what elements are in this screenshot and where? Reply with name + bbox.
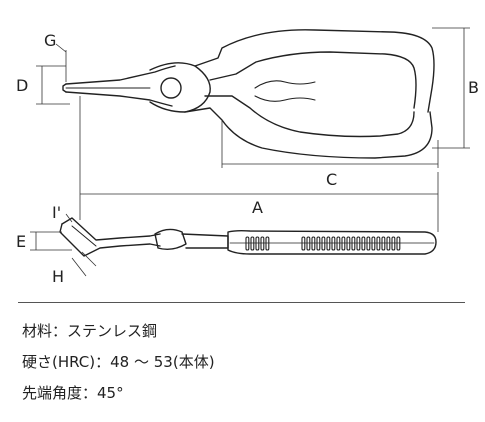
label-d: D [16, 76, 28, 95]
handle-lower-outer [184, 107, 433, 159]
side-joint [154, 228, 187, 251]
label-b: B [468, 78, 479, 97]
grip-ribs-long [301, 236, 401, 251]
grip-rib [245, 236, 250, 251]
spec-hardness: 硬さ(HRC)：48 ～ 53(本体) [22, 353, 215, 371]
side-grip [227, 229, 437, 255]
grip-rib [376, 236, 381, 251]
side-tip-ridge [71, 225, 97, 247]
grip-rib [301, 236, 306, 251]
grip-rib [331, 236, 336, 251]
pivot-outline [149, 62, 211, 113]
side-tip-outline [61, 217, 161, 241]
grip-rib [381, 236, 386, 251]
grip-rib [351, 236, 356, 251]
grip-rib [336, 236, 341, 251]
grip-rib [396, 236, 401, 251]
label-g: G [44, 31, 56, 50]
grip-rib [250, 236, 255, 251]
grip-rib [361, 236, 366, 251]
label-i-prime: I' [52, 203, 61, 222]
section-divider [18, 302, 465, 303]
grip-ribs-short [245, 236, 270, 251]
handle-lower-inner [204, 95, 415, 138]
handle-upper-inner [209, 51, 417, 109]
grip-rib [260, 236, 265, 251]
dim-h-line-1 [71, 257, 87, 277]
grip-rib [371, 236, 376, 251]
pliers-dimension-diagram: G D B C A I' E H [16, 27, 479, 286]
spec-material: 材料：ステンレス鋼 [22, 322, 158, 340]
dim-i-leader [65, 213, 73, 223]
jaw-lower [65, 91, 173, 107]
jaw-tip [62, 83, 67, 93]
pliers-top-view [62, 29, 435, 159]
grip-rib [311, 236, 316, 251]
grip-rib [306, 236, 311, 251]
spec-list: 材料：ステンレス鋼 硬さ(HRC)：48 ～ 53(本体) 先端角度：45° [22, 316, 462, 409]
grip-rib [386, 236, 391, 251]
spring-lower [254, 95, 316, 102]
grip-rib [316, 236, 321, 251]
spec-tip-angle: 先端角度：45° [22, 384, 124, 402]
dimension-labels: G D B C A I' E H [16, 31, 479, 286]
dimension-lines [30, 27, 470, 277]
grip-rib [255, 236, 260, 251]
grip-rib [356, 236, 361, 251]
side-shaft [181, 233, 229, 249]
spring [254, 80, 316, 89]
grip-rib [326, 236, 331, 251]
grip-rib [341, 236, 346, 251]
label-a: A [252, 198, 263, 217]
grip-rib [366, 236, 371, 251]
handle-upper-outer [194, 29, 435, 113]
pivot-rivet [160, 77, 182, 99]
grip-rib [391, 236, 396, 251]
label-e: E [16, 232, 26, 251]
grip-rib [346, 236, 351, 251]
grip-rib [265, 236, 270, 251]
label-h: H [52, 267, 64, 286]
dim-g-leader [55, 43, 67, 53]
jaw-upper [65, 65, 176, 85]
grip-rib [321, 236, 326, 251]
label-c: C [326, 170, 337, 189]
dim-h-line-2 [81, 251, 97, 267]
